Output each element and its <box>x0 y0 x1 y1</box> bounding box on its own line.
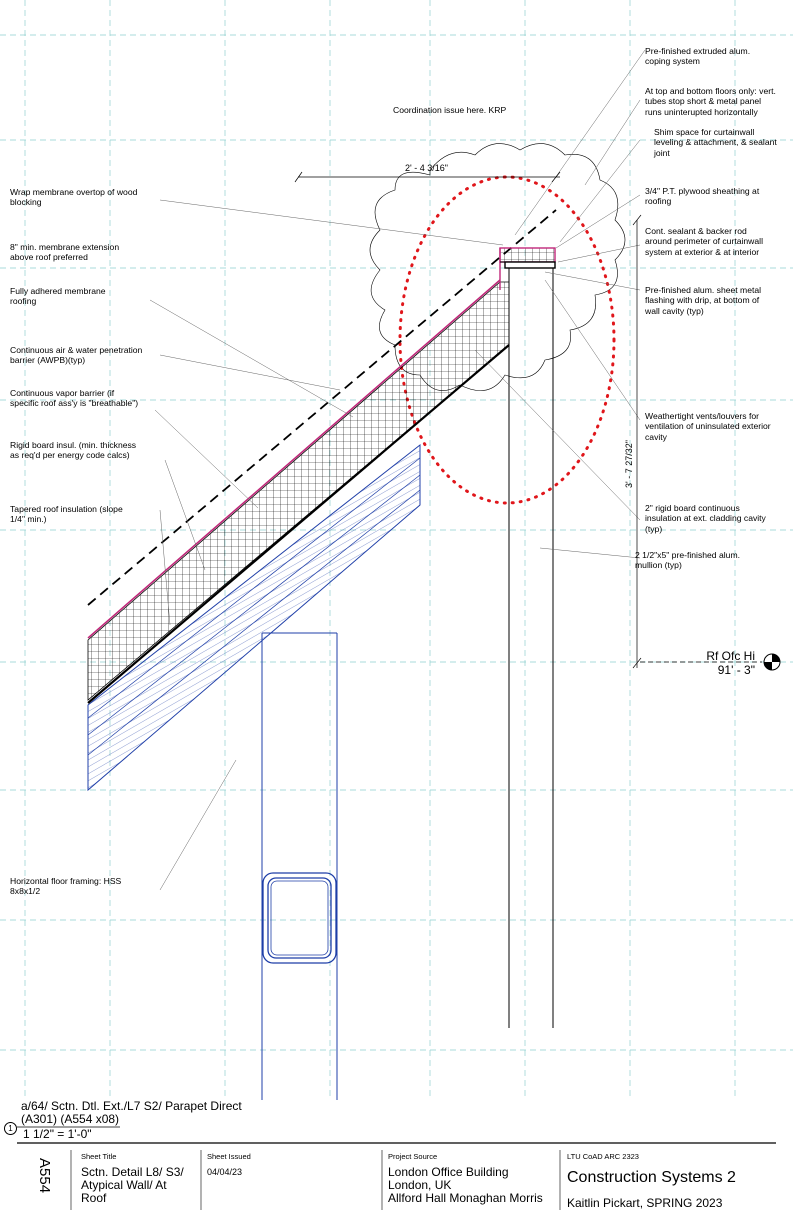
project-source-caption: Project Source <box>388 1152 438 1161</box>
view-scale: 1 1/2" = 1'-0" <box>23 1127 92 1141</box>
project-source: London Office Building London, UK Allfor… <box>388 1165 543 1205</box>
note-vapor-barrier: Continuous vapor barrier (if specific ro… <box>10 388 139 409</box>
sheet-title: Sctn. Detail L8/ S3/ Atypical Wall/ At R… <box>81 1165 184 1205</box>
dimension-strings <box>294 171 762 669</box>
sheet-title-caption: Sheet Title <box>81 1152 117 1161</box>
roof-assembly <box>87 209 557 792</box>
note-flashing: Pre-finished alum. sheet metal flashing … <box>645 285 762 316</box>
note-mullion: 2 1/2"x5" pre-finished alum. mullion (ty… <box>635 550 740 571</box>
column-and-hss <box>261 632 338 1100</box>
horizontal-dimension: 2' - 4 3/16" <box>405 163 448 173</box>
vertical-dimension: 3' - 7 27/32" <box>624 440 634 488</box>
mullion-lines <box>508 268 554 1028</box>
level-marker-symbol <box>763 653 781 671</box>
note-membrane-extension: 8" min. membrane extension above roof pr… <box>10 242 120 263</box>
note-coping: Pre-finished extruded alum. coping syste… <box>645 46 751 67</box>
revision-cloud <box>369 143 626 391</box>
note-shim-space: Shim space for curtainwall leveling & at… <box>654 127 777 158</box>
note-wrap-membrane: Wrap membrane overtop of wood blocking <box>10 187 138 208</box>
note-sealant: Cont. sealant & backer rod around perime… <box>645 226 763 257</box>
coordination-note: Coordination issue here. KRP <box>393 105 507 115</box>
note-hss-framing: Horizontal floor framing: HSS 8x8x1/2 <box>10 876 122 897</box>
sheet-number: A554 <box>36 1158 53 1194</box>
reference-grid <box>0 0 793 1100</box>
issue-highlight-ellipse <box>398 175 616 505</box>
note-tapered-insulation: Tapered roof insulation (slope 1/4" min.… <box>10 504 123 525</box>
note-vertical-tubes: At top and bottom floors only: vert. tub… <box>645 86 776 117</box>
level-name: Rf Ofc Hi <box>706 649 755 663</box>
view-name: a/64/ Sctn. Dtl. Ext./L7 S2/ Parapet Dir… <box>21 1099 242 1126</box>
note-membrane-roofing: Fully adhered membrane roofing <box>10 286 106 307</box>
sheet-issued-date: 04/04/23 <box>207 1167 243 1177</box>
note-awpb: Continuous air & water penetration barri… <box>10 345 143 366</box>
course-name: Construction Systems 2 <box>567 1169 736 1186</box>
title-block-frame <box>17 1126 776 1210</box>
note-rigid-board: Rigid board insul. (min. thickness as re… <box>10 440 137 461</box>
note-rigid-cavity: 2" rigid board continuous insulation at … <box>645 503 766 534</box>
parapet-coping <box>499 247 556 290</box>
note-vents: Weathertight vents/louvers for ventilati… <box>645 411 771 442</box>
course-caption: LTU CoAD ARC 2323 <box>567 1152 639 1161</box>
author: Kaitlin Pickart, SPRING 2023 <box>567 1196 723 1210</box>
leader-lines <box>149 49 646 891</box>
level-elevation: 91' - 3" <box>717 663 755 677</box>
view-number-bubble: 1 <box>4 1122 17 1135</box>
sheet-issued-caption: Sheet Issued <box>207 1152 251 1161</box>
note-plywood-sheathing: 3/4" P.T. plywood sheathing at roofing <box>645 186 760 207</box>
